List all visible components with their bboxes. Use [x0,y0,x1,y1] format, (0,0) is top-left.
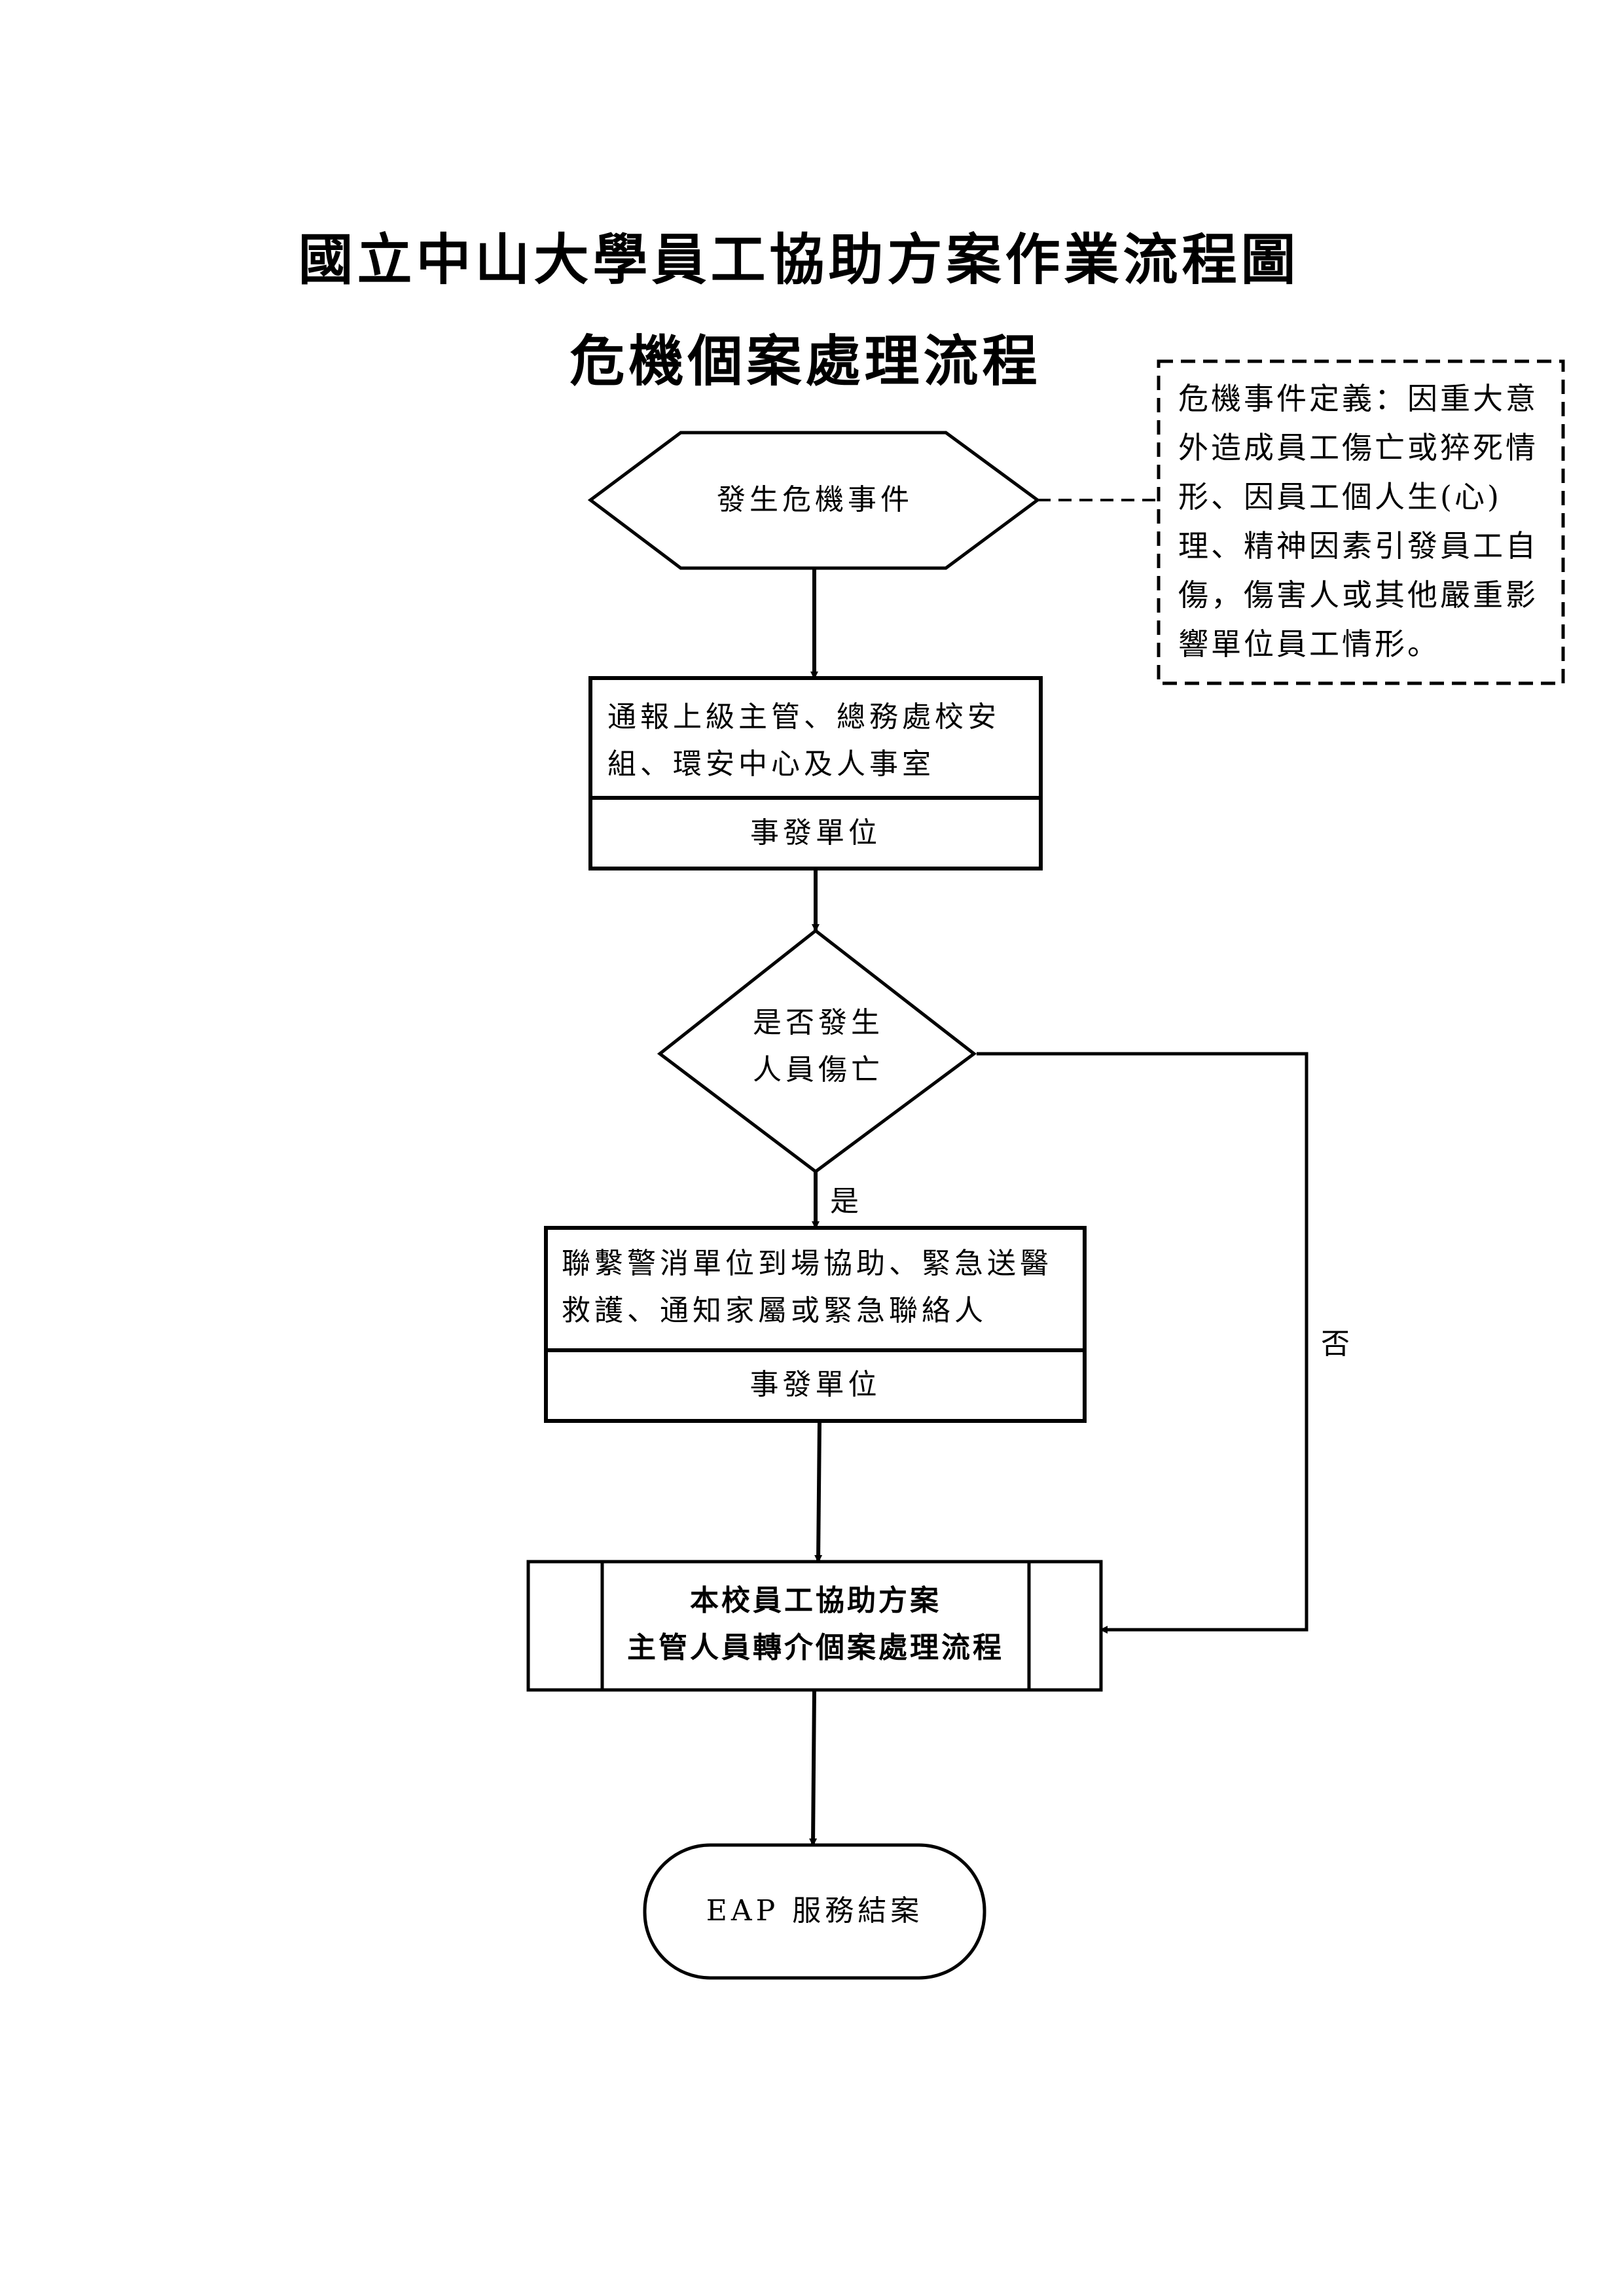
end-terminal [643,1843,986,1980]
decision-text: 是否發生 人員傷亡 [720,999,916,1094]
step2-box [544,1226,1087,1423]
step2-line: 聯繫警消單位到場協助、緊急送醫 [562,1247,1053,1280]
step1-line: 組、環安中心及人事室 [607,747,935,781]
step2-text: 聯繫警消單位到場協助、緊急送醫 救護、通知家屬或緊急聯絡人 [562,1240,1079,1335]
definition-line: 理、精神因素引發員工自 [1178,528,1538,564]
subprocess-box [526,1560,1103,1692]
decision-no-label: 否 [1321,1327,1354,1361]
decision-line: 是否發生 [753,1006,884,1039]
start-label: 發生危機事件 [717,483,913,516]
definition-line: 形、因員工個人生(心) [1178,479,1502,514]
start-hexagon [587,431,1041,570]
decision-yes-label: 是 [830,1185,863,1218]
arrow-step2-to-subprocess [814,1420,823,1563]
subprocess-line: 主管人員轉介個案處理流程 [627,1631,1004,1664]
document-subtitle: 危機個案處理流程 [569,329,1041,393]
arrow-subprocess-to-end [809,1689,818,1846]
arrow-decision-no [977,1052,1308,1634]
end-label: EAP 服務結案 [706,1894,924,1928]
document-title: 國立中山大學員工協助方案作業流程圖 [298,228,1300,292]
subprocess-text: 本校員工協助方案 主管人員轉介個案處理流程 [602,1577,1029,1672]
definition-line: 傷，傷害人或其他嚴重影 [1178,577,1538,613]
decision-line: 人員傷亡 [753,1053,884,1086]
definition-note-text: 危機事件定義：因重大意 外造成員工傷亡或猝死情 形、因員工個人生(心) 理、精神… [1178,374,1551,669]
definition-line: 響單位員工情形。 [1178,626,1440,662]
step2-owner: 事發單位 [749,1368,881,1401]
definition-note-box [1157,359,1565,685]
subprocess-line: 本校員工協助方案 [690,1584,941,1617]
step1-text: 通報上級主管、總務處校安 組、環安中心及人事室 [607,694,1033,788]
step2-line: 救護、通知家屬或緊急聯絡人 [562,1294,987,1327]
step1-owner: 事發單位 [750,816,881,850]
step1-line: 通報上級主管、總務處校安 [607,700,1000,734]
definition-line: 危機事件定義：因重大意 [1178,381,1538,416]
definition-line: 外造成員工傷亡或猝死情 [1178,430,1538,465]
step1-box [588,676,1043,870]
